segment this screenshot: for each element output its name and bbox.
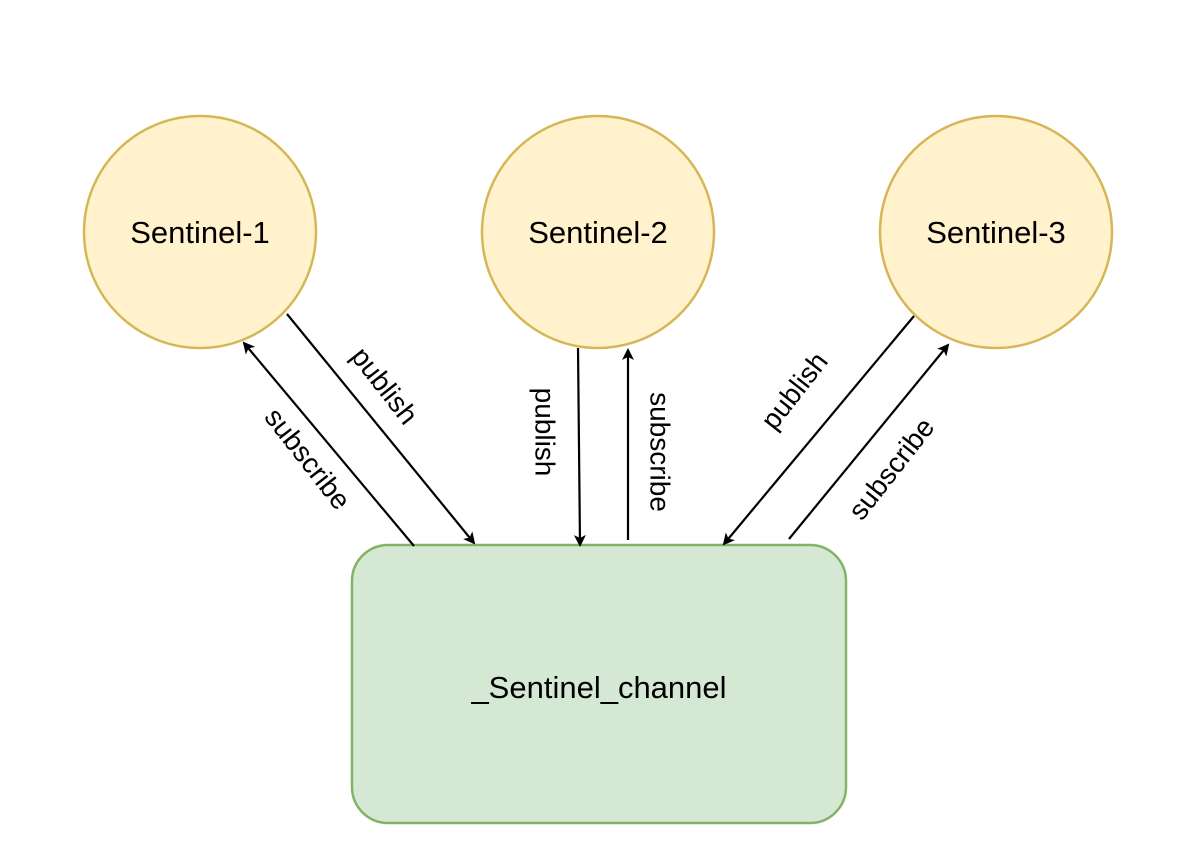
sentinel-2-circle bbox=[480, 114, 716, 350]
sentinel-3-label: Sentinel-3 bbox=[926, 215, 1066, 250]
sentinel-3-publish-arrow bbox=[722, 315, 915, 546]
sentinel-1-node: Sentinel-1 bbox=[82, 114, 318, 350]
sentinel-channel-label: _Sentinel_channel bbox=[470, 670, 726, 705]
sentinel-3-subscribe-label: subscribe bbox=[842, 412, 940, 526]
sentinel-3-circle bbox=[878, 114, 1114, 350]
sentinel-3-subscribe-arrow bbox=[788, 343, 950, 540]
sentinel-channel-node: _Sentinel_channel bbox=[350, 543, 848, 825]
sentinel-1-publish-arrow bbox=[286, 313, 476, 545]
sentinel-2-subscribe-label: subscribe bbox=[645, 392, 676, 512]
sentinel-channel-box bbox=[350, 543, 848, 825]
sentinel-1-publish-label: publish bbox=[345, 341, 424, 430]
sentinel-3-publish-label: publish bbox=[755, 346, 834, 435]
sentinel-3-node: Sentinel-3 bbox=[878, 114, 1114, 350]
sentinel-1-circle bbox=[82, 114, 318, 350]
sentinel-2-node: Sentinel-2 bbox=[480, 114, 716, 350]
sentinel-2-label: Sentinel-2 bbox=[528, 215, 668, 250]
sentinel-2-publish-arrow bbox=[573, 347, 586, 547]
sentinel-1-label: Sentinel-1 bbox=[130, 215, 270, 250]
sentinel-2-publish-label: publish bbox=[530, 388, 561, 477]
sentinel-1-subscribe-arrow bbox=[242, 341, 415, 547]
